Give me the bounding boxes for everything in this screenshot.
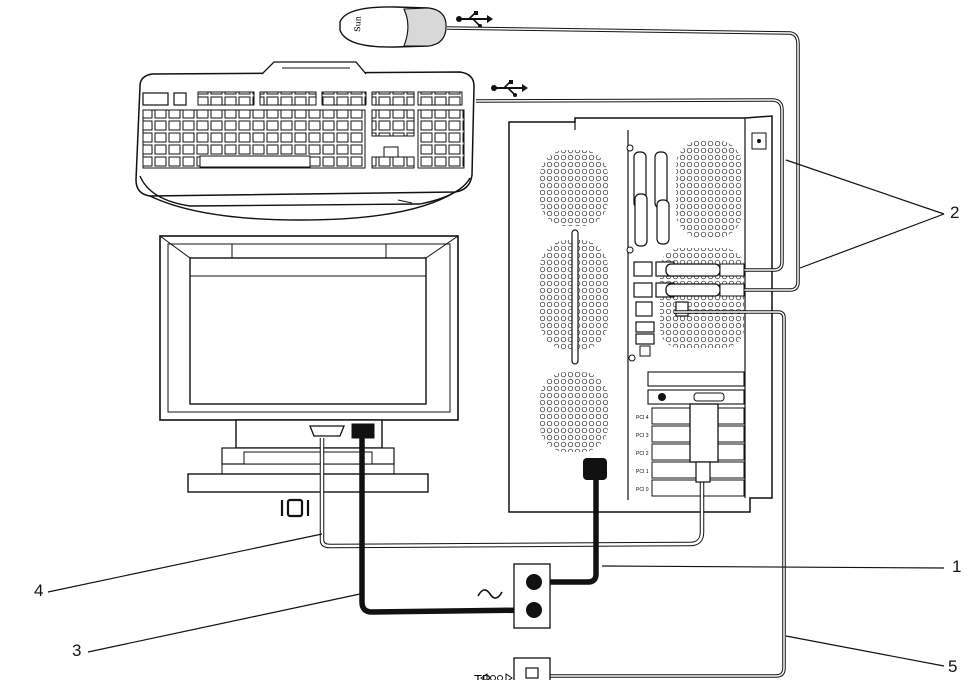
leader-line-1 bbox=[601, 565, 945, 569]
pci-slot-label: PCI 4 bbox=[636, 415, 649, 421]
monitor-power-cord bbox=[359, 438, 535, 615]
system-unit: PCI 4 PCI 3 PCI 2 PCI 1 PCI 0 bbox=[508, 115, 773, 513]
network-outlet bbox=[513, 657, 551, 685]
ac-power-icon bbox=[477, 589, 503, 599]
callout-5: 5 bbox=[948, 657, 958, 676]
leader-line-5 bbox=[785, 635, 945, 667]
system-power-cord bbox=[534, 478, 599, 585]
ac-outlet bbox=[513, 563, 551, 629]
pci-slot-label: PCI 3 bbox=[636, 433, 649, 439]
mouse-brand-label: Sun bbox=[353, 16, 363, 32]
callout-4: 4 bbox=[34, 581, 44, 600]
leader-line-3 bbox=[87, 593, 361, 653]
pci-slot-label: PCI 2 bbox=[636, 451, 649, 457]
usb-icon bbox=[456, 11, 493, 28]
callout-3: 3 bbox=[72, 641, 82, 660]
pci-slot-label: PCI 0 bbox=[636, 487, 649, 493]
leader-line-2b bbox=[799, 213, 945, 269]
keyboard bbox=[135, 61, 475, 221]
callout-2: 2 bbox=[950, 203, 960, 222]
leader-line-2a bbox=[785, 159, 945, 215]
pci-slot-label: PCI 1 bbox=[636, 469, 649, 475]
monitor bbox=[159, 235, 459, 493]
video-icon bbox=[280, 498, 310, 518]
usb-icon bbox=[491, 80, 528, 97]
callout-1: 1 bbox=[952, 557, 962, 576]
leader-line-4 bbox=[47, 533, 323, 593]
mouse: Sun bbox=[339, 6, 447, 48]
